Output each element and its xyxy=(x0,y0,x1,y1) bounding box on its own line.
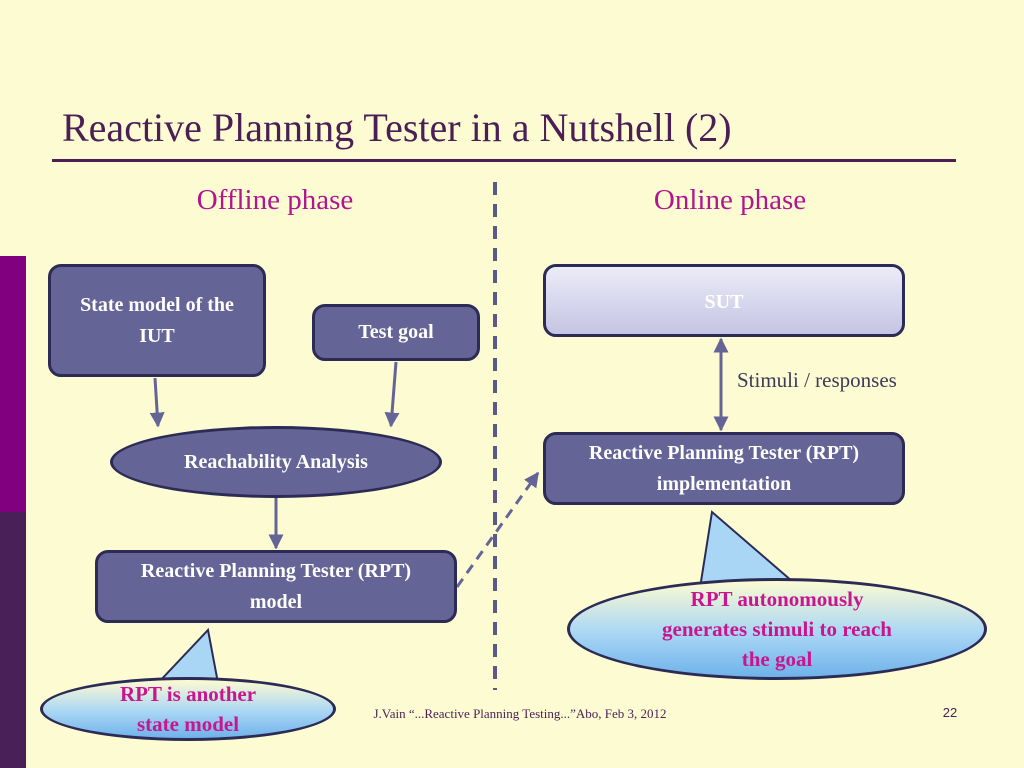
rpt-implementation-node: Reactive Planning Tester (RPT) implement… xyxy=(543,432,905,505)
side-accent-strip-bottom xyxy=(0,512,26,768)
arrow-test-goal-to-reachability xyxy=(384,361,400,428)
slide-title: Reactive Planning Tester in a Nutshell (… xyxy=(62,105,732,150)
dashed-link-model-to-implementation xyxy=(455,471,540,588)
page-number: 22 xyxy=(942,705,958,720)
rpt-state-model-callout: RPT is another state model xyxy=(40,677,336,741)
rpt-model-node: Reactive Planning Tester (RPT) model xyxy=(95,550,457,623)
reachability-analysis-node: Reachability Analysis xyxy=(110,426,442,498)
stimuli-responses-label: Stimuli / responses xyxy=(737,368,897,392)
test-goal-node: Test goal xyxy=(312,304,480,361)
sut-node: SUT xyxy=(543,264,905,337)
arrow-state-model-to-reachability xyxy=(149,377,165,428)
slide-footer: J.Vain “...Reactive Planning Testing...”… xyxy=(373,706,667,721)
side-accent-strip-top xyxy=(0,256,26,512)
title-underline xyxy=(52,159,956,162)
state-model-node: State model of the IUT xyxy=(48,264,266,377)
callout-pointer-right xyxy=(698,510,803,589)
callout-pointer-left xyxy=(155,627,220,684)
online-phase-heading: Online phase xyxy=(653,184,807,216)
offline-phase-heading: Offline phase xyxy=(196,184,354,216)
rpt-autonomous-callout: RPT autonomously generates stimuli to re… xyxy=(567,578,987,680)
